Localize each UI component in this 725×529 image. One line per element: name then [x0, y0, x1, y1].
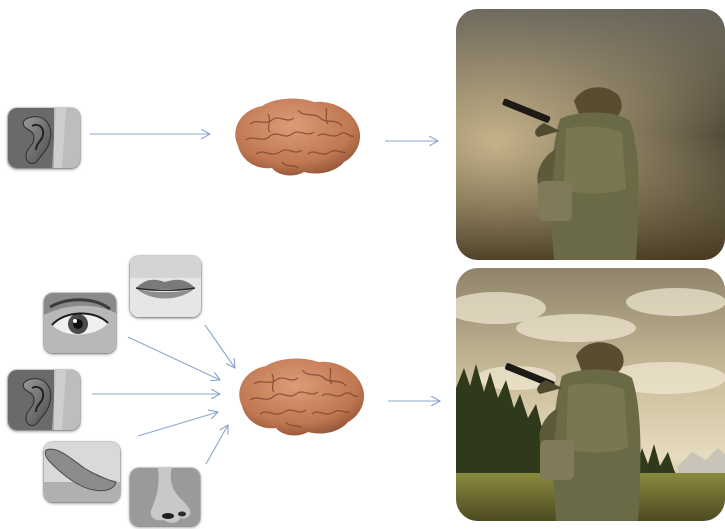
eye-icon: [44, 293, 116, 353]
ear-icon: [8, 108, 80, 168]
blurry-soldier-photo: [456, 9, 725, 260]
brain-image-bottom: [232, 356, 368, 438]
arrow-nose-to-brain: [205, 425, 228, 465]
arrow-eye-to-brain: [127, 336, 220, 380]
soldier-figure-2: [504, 342, 641, 521]
soldier-figure: [502, 87, 639, 260]
clear-soldier-photo: [456, 268, 725, 521]
arrow-finger-to-brain: [137, 412, 218, 437]
arrow-mouth-to-brain: [204, 324, 235, 368]
nose-icon: [130, 468, 200, 526]
brain-image-top: [228, 96, 364, 178]
ear-icon-2: [8, 370, 80, 430]
mouth-icon: [130, 256, 201, 317]
finger-icon: [44, 442, 120, 502]
